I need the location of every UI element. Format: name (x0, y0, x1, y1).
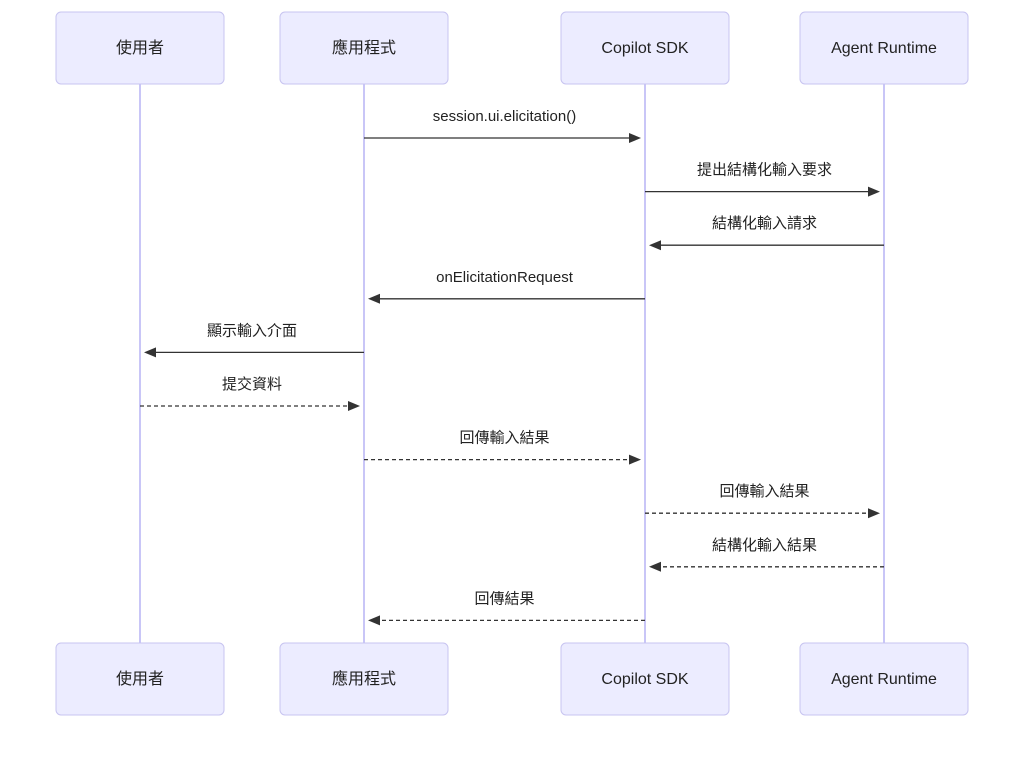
participant-runtime-top: Agent Runtime (799, 11, 969, 85)
message-10: 回傳結果 (368, 590, 645, 626)
lifelines (139, 84, 885, 643)
participant-label: 應用程式 (332, 38, 396, 57)
participant-label: Copilot SDK (601, 671, 688, 688)
arrowhead-icon (144, 347, 156, 358)
message-label: 回傳輸入結果 (459, 430, 549, 447)
message-8: 回傳輸入結果 (645, 483, 880, 519)
participant-label: Agent Runtime (831, 40, 937, 57)
participant-label: 使用者 (116, 670, 164, 688)
message-label: 回傳輸入結果 (719, 483, 809, 500)
participants-bottom: 使用者 應用程式 Copilot SDK Agent Runtime (55, 642, 969, 716)
participant-box (560, 642, 730, 716)
participant-box (55, 642, 225, 716)
message-label: 顯示輸入介面 (207, 322, 297, 339)
messages: session.ui.elicitation() 提出結構化輸入要求結構化輸入請求… (140, 108, 884, 626)
arrowhead-icon (868, 186, 880, 197)
message-7: 回傳輸入結果 (364, 430, 641, 465)
participant-label: Agent Runtime (831, 671, 937, 688)
participant-box (279, 11, 449, 85)
arrowhead-icon (649, 240, 661, 251)
message-3: 結構化輸入請求 (649, 215, 884, 251)
arrowhead-icon (348, 401, 360, 411)
participant-label: 使用者 (116, 39, 164, 57)
participant-user-bottom: 使用者 (55, 642, 225, 716)
arrowhead-icon (629, 454, 641, 465)
participant-box (799, 642, 969, 716)
participant-sdk-top: Copilot SDK (560, 11, 730, 85)
participant-box (799, 11, 969, 85)
participant-user-top: 使用者 (55, 11, 225, 85)
message-5: 顯示輸入介面 (144, 322, 364, 358)
participant-label: Copilot SDK (601, 40, 688, 57)
message-label: 提交資料 (222, 375, 282, 393)
participant-app-top: 應用程式 (279, 11, 449, 85)
message-label: 結構化輸入請求 (712, 215, 817, 232)
participant-sdk-bottom: Copilot SDK (560, 642, 730, 716)
arrowhead-icon (868, 508, 880, 519)
participant-box (279, 642, 449, 716)
message-label: 結構化輸入結果 (712, 537, 817, 554)
arrowhead-icon (368, 293, 380, 304)
arrowhead-icon (629, 133, 641, 143)
message-label: session.ui.elicitation() (433, 108, 576, 125)
participant-box (55, 11, 225, 85)
message-label: onElicitationRequest (436, 269, 574, 286)
participant-label: 應用程式 (332, 669, 396, 688)
message-4: onElicitationRequest (368, 269, 645, 304)
message-9: 結構化輸入結果 (649, 537, 884, 572)
message-1: session.ui.elicitation() (364, 108, 641, 143)
message-label: 回傳結果 (474, 590, 534, 607)
participant-runtime-bottom: Agent Runtime (799, 642, 969, 716)
participant-box (560, 11, 730, 85)
message-2: 提出結構化輸入要求 (645, 162, 880, 197)
message-6: 提交資料 (140, 375, 360, 411)
message-label: 提出結構化輸入要求 (697, 162, 832, 179)
arrowhead-icon (649, 561, 661, 572)
participant-app-bottom: 應用程式 (279, 642, 449, 716)
participants-top: 使用者 應用程式 Copilot SDK Agent Runtime (55, 11, 969, 85)
arrowhead-icon (368, 615, 380, 626)
